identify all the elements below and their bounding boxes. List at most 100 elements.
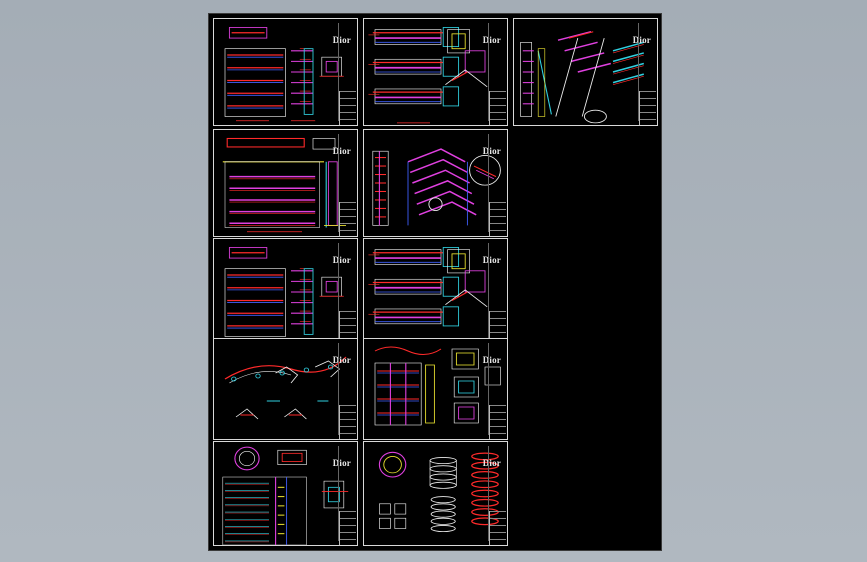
title-block-row bbox=[490, 318, 506, 325]
title-block-row bbox=[340, 405, 356, 412]
drawing-sheet-s10[interactable]: Dior bbox=[213, 441, 358, 546]
drawing-sheet-s1[interactable]: Dior bbox=[213, 18, 358, 126]
title-block-row bbox=[340, 511, 356, 518]
sheet-brand-label: Dior bbox=[332, 255, 351, 265]
sheet-right-border bbox=[488, 23, 489, 121]
title-block bbox=[339, 202, 356, 236]
title-block-row bbox=[640, 91, 656, 98]
title-block-row bbox=[340, 98, 356, 105]
title-block bbox=[339, 405, 356, 439]
sheet-drawing bbox=[222, 446, 349, 545]
sheet-brand-label: Dior bbox=[482, 255, 501, 265]
drawing-sheet-s3[interactable]: Dior bbox=[513, 18, 658, 126]
sheet-right-border bbox=[638, 23, 639, 121]
title-block-row bbox=[490, 525, 506, 532]
title-block-row bbox=[490, 419, 506, 426]
drawing-sheet-s2[interactable]: Dior bbox=[363, 18, 508, 126]
title-block-row bbox=[340, 518, 356, 525]
title-block-row bbox=[490, 511, 506, 518]
title-block-row bbox=[340, 532, 356, 539]
title-block-row bbox=[340, 433, 356, 439]
title-block-row bbox=[340, 216, 356, 223]
drawing-sheet-s7[interactable]: Dior bbox=[363, 238, 508, 346]
title-block-row bbox=[340, 105, 356, 112]
title-block-row bbox=[340, 325, 356, 332]
title-block-row bbox=[340, 223, 356, 230]
title-block-row bbox=[490, 112, 506, 119]
sheet-drawing bbox=[368, 247, 488, 344]
title-block-row bbox=[490, 98, 506, 105]
sheet-right-border bbox=[338, 343, 339, 435]
sheet-brand-label: Dior bbox=[332, 35, 351, 45]
title-block-row bbox=[490, 405, 506, 412]
title-block bbox=[489, 405, 506, 439]
drawing-sheet-s6[interactable]: Dior bbox=[213, 238, 358, 346]
title-block-row bbox=[490, 539, 506, 545]
title-block-row bbox=[490, 209, 506, 216]
sheet-right-border bbox=[338, 23, 339, 121]
title-block bbox=[489, 202, 506, 236]
sheet-right-border bbox=[338, 243, 339, 341]
sheet-drawing bbox=[224, 356, 347, 420]
title-block-row bbox=[490, 426, 506, 433]
title-block-row bbox=[490, 332, 506, 339]
title-block-row bbox=[340, 318, 356, 325]
sheet-drawing bbox=[378, 451, 499, 533]
sheet-right-border bbox=[338, 134, 339, 232]
title-block-row bbox=[490, 216, 506, 223]
title-block-row bbox=[640, 112, 656, 119]
sheet-brand-label: Dior bbox=[332, 146, 351, 156]
title-block bbox=[639, 91, 656, 125]
title-block-row bbox=[490, 223, 506, 230]
sheet-right-border bbox=[488, 343, 489, 435]
title-block-row bbox=[490, 91, 506, 98]
title-block-row bbox=[340, 230, 356, 236]
title-block-row bbox=[490, 105, 506, 112]
title-block-row bbox=[340, 419, 356, 426]
title-block-row bbox=[640, 98, 656, 105]
sheet-right-border bbox=[338, 446, 339, 541]
drawing-sheet-s9[interactable]: Dior bbox=[363, 338, 508, 440]
sheet-right-border bbox=[488, 446, 489, 541]
drawing-sheet-s4[interactable]: Dior bbox=[213, 129, 358, 237]
title-block bbox=[489, 91, 506, 125]
sheet-brand-label: Dior bbox=[482, 35, 501, 45]
title-block-row bbox=[340, 426, 356, 433]
sheet-drawing bbox=[224, 247, 344, 342]
title-block-row bbox=[340, 311, 356, 318]
title-block-row bbox=[490, 119, 506, 125]
title-block-row bbox=[340, 112, 356, 119]
title-block bbox=[489, 511, 506, 545]
title-block bbox=[339, 511, 356, 545]
title-block-row bbox=[490, 433, 506, 439]
title-block-row bbox=[490, 412, 506, 419]
title-block-row bbox=[340, 202, 356, 209]
sheet-drawing bbox=[374, 346, 501, 426]
title-block-row bbox=[640, 119, 656, 125]
sheet-brand-label: Dior bbox=[482, 146, 501, 156]
title-block-row bbox=[490, 311, 506, 318]
sheet-drawing bbox=[372, 148, 501, 226]
sheet-drawing bbox=[222, 137, 346, 233]
drawing-sheet-s5[interactable]: Dior bbox=[363, 129, 508, 237]
sheet-brand-label: Dior bbox=[332, 458, 351, 468]
sheet-right-border bbox=[488, 243, 489, 341]
title-block-row bbox=[490, 325, 506, 332]
title-block-row bbox=[340, 525, 356, 532]
title-block-row bbox=[340, 91, 356, 98]
sheet-brand-label: Dior bbox=[482, 355, 501, 365]
title-block-row bbox=[340, 539, 356, 545]
title-block-row bbox=[340, 412, 356, 419]
drawing-sheet-s8[interactable]: Dior bbox=[213, 338, 358, 440]
sheet-brand-label: Dior bbox=[482, 458, 501, 468]
title-block-row bbox=[490, 518, 506, 525]
title-block-row bbox=[490, 230, 506, 236]
title-block-row bbox=[340, 119, 356, 125]
title-block-row bbox=[640, 105, 656, 112]
drawing-sheet-s11[interactable]: Dior bbox=[363, 441, 508, 546]
sheet-drawing bbox=[368, 27, 488, 124]
sheet-brand-label: Dior bbox=[632, 35, 651, 45]
sheet-right-border bbox=[488, 134, 489, 232]
sheet-brand-label: Dior bbox=[332, 355, 351, 365]
